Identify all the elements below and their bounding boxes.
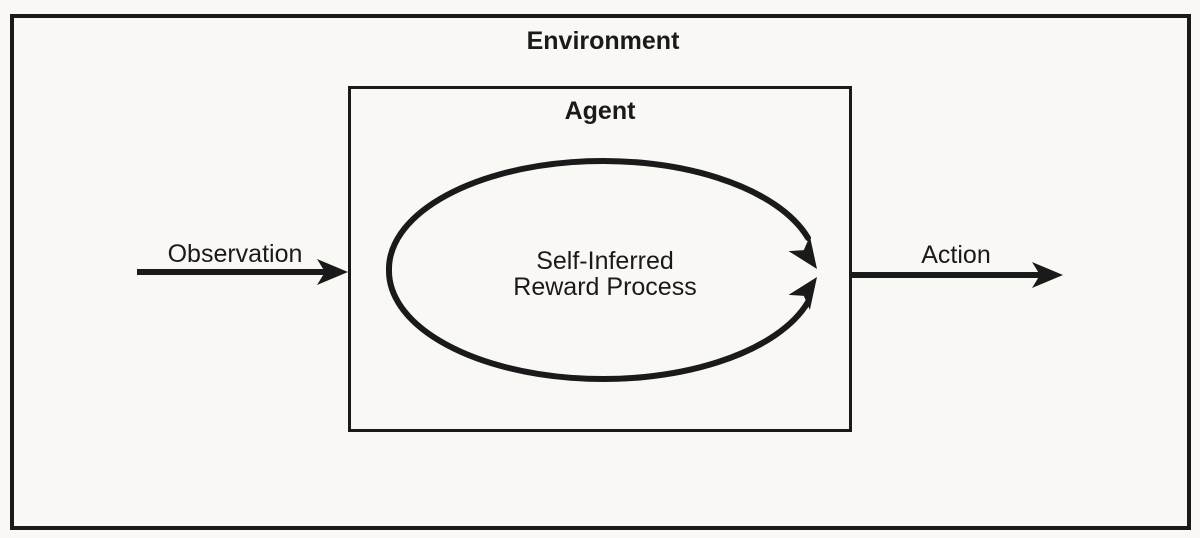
reward-loop-bottom-arrowhead-icon xyxy=(788,277,817,310)
reward-process-label-line1: Self-Inferred xyxy=(536,247,674,275)
action-label: Action xyxy=(921,241,991,269)
agent-box xyxy=(348,86,852,432)
reward-loop-top-arc xyxy=(385,157,811,273)
reward-loop-top-arrowhead-icon xyxy=(788,236,817,269)
reward-process-label-line2: Reward Process xyxy=(513,273,697,301)
agent-title: Agent xyxy=(564,97,636,125)
environment-box xyxy=(10,14,1191,530)
observation-arrowhead-icon xyxy=(317,259,348,285)
environment-title: Environment xyxy=(526,27,680,55)
action-arrowhead-icon xyxy=(1032,262,1063,288)
reward-loop-bottom-arc xyxy=(385,267,811,383)
observation-label: Observation xyxy=(167,240,303,268)
reward-process-label: Self-Inferred Reward Process xyxy=(513,248,696,300)
